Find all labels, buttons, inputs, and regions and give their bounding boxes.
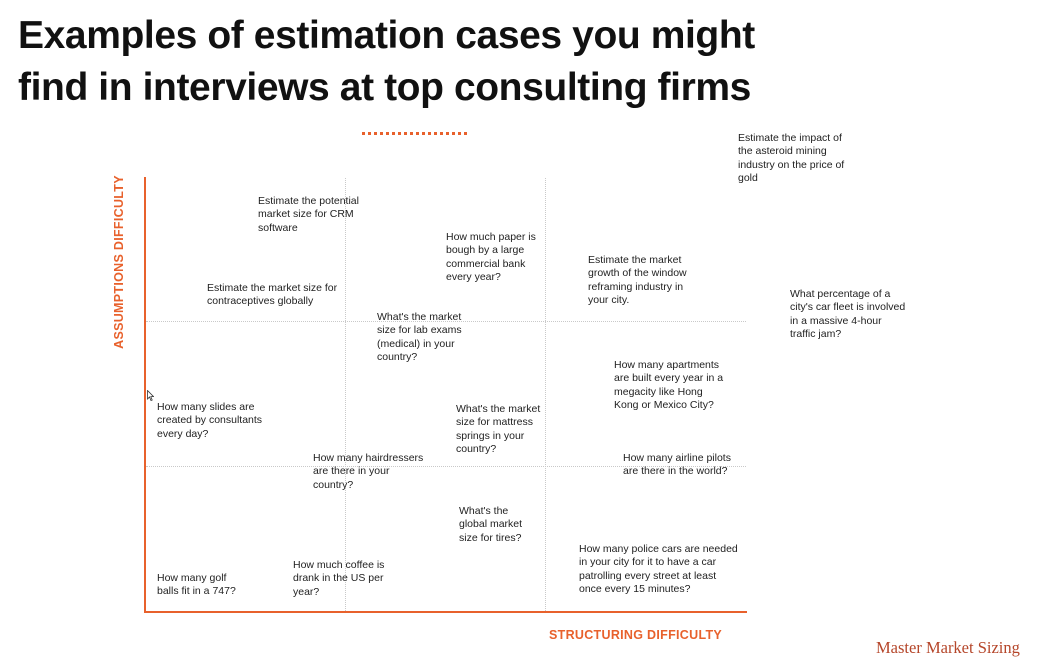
grid-line-horizontal-2	[146, 466, 746, 467]
x-axis-line	[144, 611, 747, 613]
page-title: Examples of estimation cases you might f…	[18, 10, 878, 114]
x-axis-label: STRUCTURING DIFFICULTY	[549, 628, 723, 642]
case-window-reframing: Estimate the market growth of the window…	[588, 254, 687, 307]
case-contraceptives: Estimate the market size for contracepti…	[207, 282, 338, 308]
case-apartments: How many apartments are built every year…	[614, 359, 724, 412]
case-golf-balls: How many golf balls fit in a 747?	[157, 572, 236, 598]
case-tires: What's the global market size for tires?	[459, 505, 523, 544]
grid-line-vertical-2	[545, 178, 546, 611]
grid-line-horizontal-1	[146, 321, 746, 322]
case-asteroid-mining: Estimate the impact of the asteroid mini…	[738, 132, 845, 185]
case-slides: How many slides are created by consultan…	[157, 401, 263, 440]
decorative-dotted-line	[362, 132, 467, 135]
case-police-cars: How many police cars are needed in your …	[579, 543, 738, 596]
case-hairdressers: How many hairdressers are there in your …	[313, 452, 424, 491]
grid-line-vertical-1	[345, 178, 346, 611]
title-line-1: Examples of estimation cases you might	[18, 14, 755, 57]
y-axis-line	[144, 177, 146, 613]
case-mattress-springs: What's the market size for mattress spri…	[456, 403, 541, 456]
y-axis-label-text: ASSUMPTIONS DIFFICULTY	[112, 175, 126, 349]
case-traffic-jam: What percentage of a city's car fleet is…	[790, 288, 906, 341]
case-paper-bank: How much paper is bough by a large comme…	[446, 231, 536, 284]
brand-watermark: Master Market Sizing	[876, 638, 1020, 657]
y-axis-label: ASSUMPTIONS DIFFICULTY	[111, 167, 127, 357]
case-lab-exams: What's the market size for lab exams (me…	[377, 311, 462, 364]
mouse-cursor-icon	[147, 390, 154, 401]
case-airline-pilots: How many airline pilots are there in the…	[623, 452, 731, 478]
title-line-2: find in interviews at top consulting fir…	[18, 66, 751, 109]
case-crm-software: Estimate the potential market size for C…	[258, 195, 359, 234]
case-coffee: How much coffee is drank in the US per y…	[293, 559, 385, 598]
